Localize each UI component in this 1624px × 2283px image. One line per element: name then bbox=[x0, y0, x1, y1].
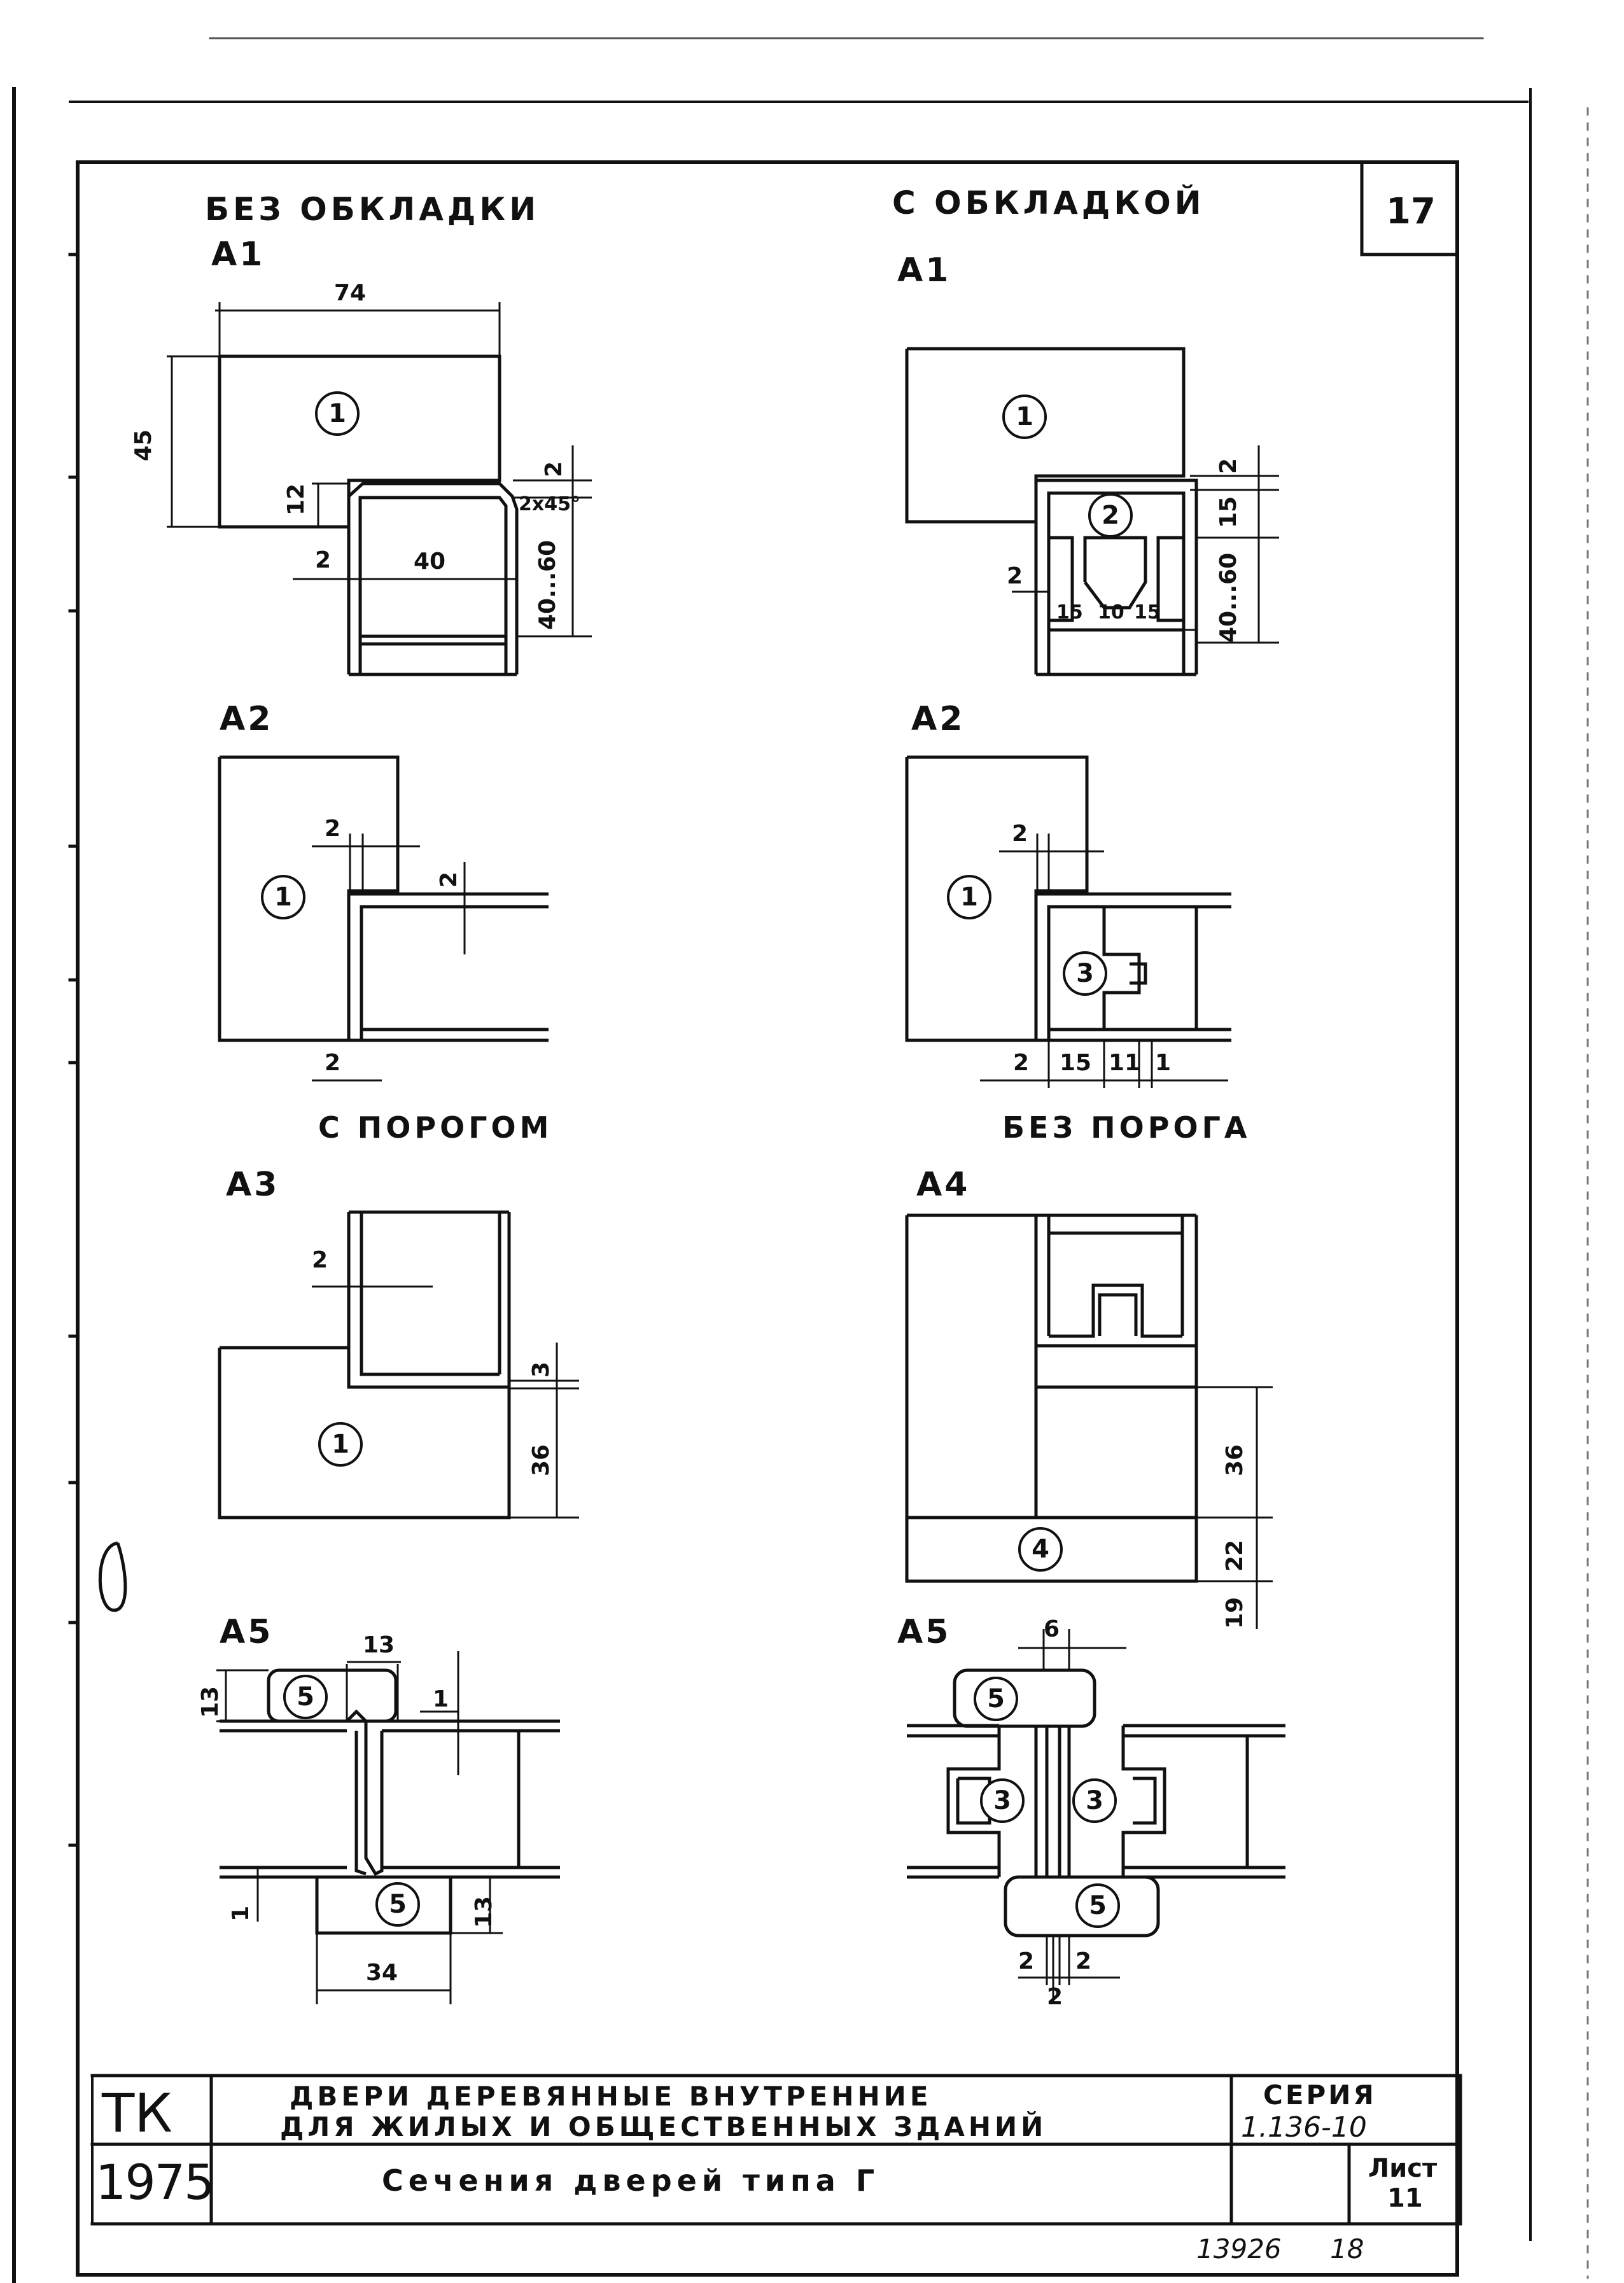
section-label-a1-right: А1 bbox=[897, 251, 951, 290]
part-callout: 5 bbox=[1075, 1883, 1120, 1928]
part-callout: 2 bbox=[1088, 493, 1133, 538]
series-label: СЕРИЯ bbox=[1263, 2079, 1376, 2111]
part-callout: 3 bbox=[1063, 951, 1107, 996]
dimension-label: 36 bbox=[528, 1444, 554, 1476]
dimension-label: 22 bbox=[1222, 1539, 1248, 1572]
part-callout: 4 bbox=[1018, 1527, 1063, 1572]
part-callout: 3 bbox=[1072, 1778, 1117, 1823]
dimension-label: 2 bbox=[1075, 1948, 1092, 1974]
heading-with-threshold: С ПОРОГОМ bbox=[318, 1110, 553, 1145]
dimension-label: 2 bbox=[315, 547, 332, 573]
dimension-label: 11 bbox=[1109, 1050, 1141, 1076]
dimension-label: 40...60 bbox=[535, 540, 561, 630]
section-label-a2-left: А2 bbox=[220, 700, 274, 738]
dimension-label: 2 bbox=[312, 1247, 328, 1273]
sheet-subtitle: Сечения дверей типа Г bbox=[382, 2163, 880, 2198]
part-callout: 1 bbox=[1002, 394, 1047, 439]
dimension-label: 13 bbox=[363, 1632, 395, 1658]
section-label-a3: А3 bbox=[226, 1166, 280, 1204]
dimension-label: 2х45° bbox=[519, 493, 580, 515]
dimension-label: 45 bbox=[130, 429, 157, 461]
document-title-line-1: ДВЕРИ ДЕРЕВЯННЫЕ ВНУТРЕННИЕ bbox=[290, 2081, 932, 2112]
dimension-label: 2 bbox=[1007, 563, 1023, 589]
dimension-label: 2 bbox=[1012, 821, 1028, 847]
dimension-label: 3 bbox=[528, 1361, 554, 1378]
part-callout: 5 bbox=[283, 1675, 328, 1719]
heading-without-lining: БЕЗ ОБКЛАДКИ bbox=[205, 191, 540, 228]
section-label-a4: А4 bbox=[916, 1166, 970, 1204]
part-callout: 1 bbox=[261, 875, 305, 919]
sheet-value: 11 bbox=[1387, 2184, 1423, 2213]
sheet-label: Лист bbox=[1368, 2154, 1438, 2183]
part-callout: 5 bbox=[375, 1882, 420, 1927]
dimension-label: 10 bbox=[1098, 601, 1124, 624]
dimension-label: 36 bbox=[1222, 1444, 1248, 1476]
part-callout: 1 bbox=[947, 875, 991, 919]
dimension-label: 1 bbox=[1155, 1050, 1172, 1076]
dimension-label: 2 bbox=[1018, 1948, 1035, 1974]
org-code: ТК bbox=[102, 2082, 172, 2144]
heading-without-threshold: БЕЗ ПОРОГА bbox=[1002, 1110, 1251, 1145]
sheet-number: 17 bbox=[1386, 191, 1436, 232]
dimension-label: 19 bbox=[1222, 1596, 1248, 1629]
section-label-a1-left: А1 bbox=[211, 235, 265, 274]
dimension-label: 15 bbox=[1056, 601, 1083, 624]
dimension-label: 12 bbox=[283, 483, 309, 515]
document-title-line-2: ДЛЯ ЖИЛЫХ И ОБЩЕСТВЕННЫХ ЗДАНИЙ bbox=[280, 2111, 1047, 2142]
series-value: 1.136-10 bbox=[1241, 2111, 1367, 2144]
heading-with-lining: С ОБКЛАДКОЙ bbox=[892, 185, 1205, 221]
dimension-label: 2 bbox=[1047, 1984, 1063, 2010]
dimension-label: 74 bbox=[334, 280, 367, 306]
part-callout: 5 bbox=[974, 1677, 1018, 1721]
dimension-label: 15 bbox=[1215, 496, 1242, 528]
dimension-label: 15 bbox=[1060, 1050, 1092, 1076]
dimension-label: 6 bbox=[1044, 1616, 1060, 1642]
dimension-label: 2 bbox=[541, 461, 567, 477]
dimension-label: 15 bbox=[1134, 601, 1161, 624]
dimension-label: 2 bbox=[1215, 457, 1242, 474]
dimension-label: 2 bbox=[325, 1050, 341, 1076]
part-callout: 1 bbox=[315, 391, 360, 436]
part-callout: 3 bbox=[980, 1778, 1025, 1823]
page-number: 18 bbox=[1330, 2233, 1364, 2265]
inventory-number: 13926 bbox=[1196, 2233, 1282, 2265]
dimension-label: 13 bbox=[197, 1686, 223, 1718]
dimension-label: 1 bbox=[433, 1686, 449, 1712]
section-label-a2-right: А2 bbox=[911, 700, 965, 738]
dimension-label: 2 bbox=[325, 816, 341, 842]
dimension-label: 34 bbox=[366, 1960, 398, 1986]
dimension-label: 2 bbox=[1013, 1050, 1030, 1076]
dimension-label: 2 bbox=[436, 871, 462, 888]
section-label-a5-right: А5 bbox=[897, 1613, 951, 1651]
dimension-label: 40...60 bbox=[1215, 552, 1242, 643]
dimension-label: 40 bbox=[414, 548, 446, 575]
dimension-label: 13 bbox=[471, 1896, 497, 1928]
year: 1975 bbox=[95, 2154, 214, 2210]
section-label-a5-left: А5 bbox=[220, 1613, 274, 1651]
part-callout: 1 bbox=[318, 1422, 363, 1467]
dimension-label: 1 bbox=[228, 1905, 254, 1922]
